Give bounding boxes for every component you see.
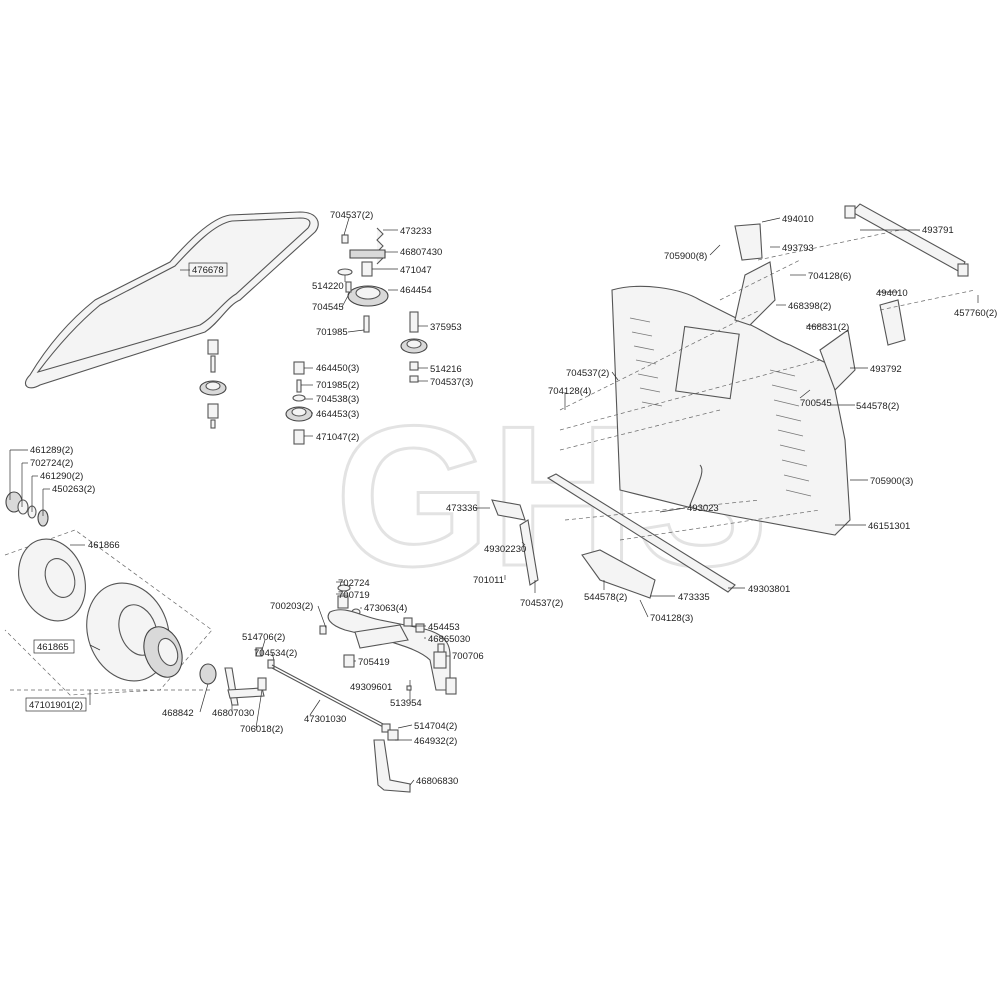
boxed-label-frames: [25, 262, 228, 712]
part-number-label: 476678: [192, 265, 224, 276]
part-number-label: 705900(3): [870, 476, 913, 487]
part-labels: 476678 704537(2) 473233 46807430 471047 …: [29, 210, 997, 787]
part-number-label: 704128(4): [548, 386, 591, 397]
part-number-label: 493792: [870, 364, 902, 375]
tensioner-pulley-assembly: [337, 227, 389, 333]
part-number-label: 473063(4): [364, 603, 407, 614]
part-number-label: 473335: [678, 592, 710, 603]
idler-pulley-center: [285, 361, 313, 445]
part-number-label: 704128(3): [650, 613, 693, 624]
part-number-label: 454453: [428, 622, 460, 633]
part-number-label: 513954: [390, 698, 422, 709]
part-number-label: 705419: [358, 657, 390, 668]
part-number-label: 46807430: [400, 247, 442, 258]
part-number-label: 700706: [452, 651, 484, 662]
drive-belt: [25, 211, 319, 389]
part-number-label: 514704(2): [414, 721, 457, 732]
part-number-label: 704128(6): [808, 271, 851, 282]
part-number-label: 701011: [473, 575, 504, 586]
steering-assembly: [199, 584, 457, 793]
part-number-label: 468842: [162, 708, 194, 719]
stabilizer-rails: [491, 464, 736, 599]
part-number-label: 468831(2): [806, 322, 849, 333]
part-number-label: 704538(3): [316, 394, 359, 405]
part-number-label: 461290(2): [40, 471, 83, 482]
part-number-label: 514220: [312, 281, 344, 292]
part-number-label: 464454: [400, 285, 432, 296]
part-number-label: 494010: [876, 288, 908, 299]
part-number-label: 49309601: [350, 682, 392, 693]
part-number-label: 461289(2): [30, 445, 73, 456]
part-number-label: 473336: [446, 503, 478, 514]
rear-deck-plate: [611, 285, 851, 536]
part-number-label: 493023: [687, 503, 719, 514]
part-number-label: 701985(2): [316, 380, 359, 391]
part-number-label: 464453(3): [316, 409, 359, 420]
part-number-label: 544578(2): [856, 401, 899, 412]
part-number-label: 461865: [37, 642, 69, 653]
part-number-label: 544578(2): [584, 592, 627, 603]
assembly-guide-lines: [559, 229, 976, 541]
part-number-label: 493793: [782, 243, 814, 254]
part-number-label: 464450(3): [316, 363, 359, 374]
idler-pulley-left: [199, 339, 227, 429]
part-number-label: 705900(8): [664, 251, 707, 262]
part-number-label: 493791: [922, 225, 954, 236]
part-number-label: 471047: [400, 265, 432, 276]
part-number-label: 46806830: [416, 776, 458, 787]
part-number-label: 704537(2): [330, 210, 373, 221]
part-number-label: 706018(2): [240, 724, 283, 735]
part-number-label: 46865030: [428, 634, 470, 645]
part-number-label: 457760(2): [954, 308, 997, 319]
part-number-label: 468398(2): [788, 301, 831, 312]
part-number-label: 702724: [338, 578, 370, 589]
leader-lines: [9, 217, 979, 786]
wheel-assembly: [4, 491, 213, 696]
part-number-label: 49303801: [748, 584, 790, 595]
part-number-label: 514706(2): [242, 632, 285, 643]
part-number-label: 450263(2): [52, 484, 95, 495]
part-number-label: 473233: [400, 226, 432, 237]
part-number-label: 494010: [782, 214, 814, 225]
part-number-label: 700203(2): [270, 601, 313, 612]
part-number-label: 704537(2): [520, 598, 563, 609]
part-number-label: 702724(2): [30, 458, 73, 469]
part-number-label: 375953: [430, 322, 462, 333]
part-number-label: 701985: [316, 327, 348, 338]
idler-pulley-right: [400, 311, 428, 383]
part-number-label: 704537(3): [430, 377, 473, 388]
part-number-label: 464932(2): [414, 736, 457, 747]
part-number-label: 704545: [312, 302, 344, 313]
part-number-label: 49302230: [484, 544, 526, 555]
hanger-brackets: [734, 203, 969, 391]
part-number-label: 461866: [88, 540, 120, 551]
part-number-label: 47101901(2): [29, 700, 83, 711]
part-number-label: 46151301: [868, 521, 910, 532]
part-number-label: 46807030: [212, 708, 254, 719]
part-number-label: 704537(2): [566, 368, 609, 379]
part-number-label: 514216: [430, 364, 462, 375]
part-number-label: 704534(2): [254, 648, 297, 659]
part-number-label: 700545: [800, 398, 832, 409]
part-number-label: 471047(2): [316, 432, 359, 443]
part-number-label: 47301030: [304, 714, 346, 725]
part-number-label: 700719: [338, 590, 370, 601]
